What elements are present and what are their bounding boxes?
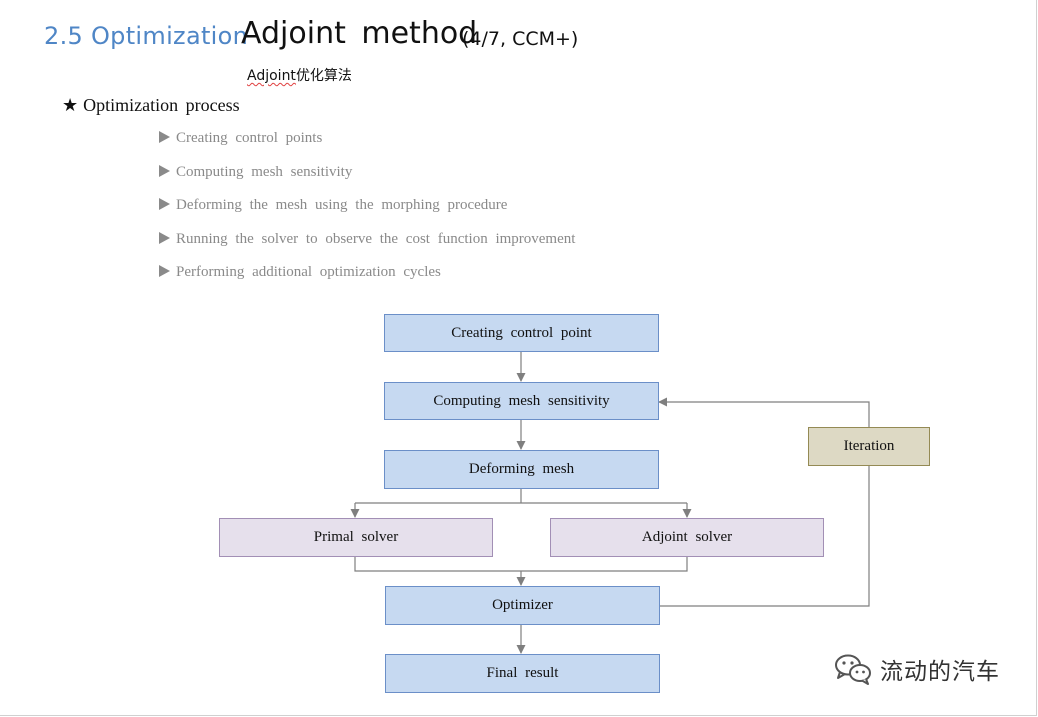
flow-node-primal-solver: Primal solver [219,518,493,557]
triangle-bullet-icon [159,265,170,277]
bullet-text: Computing mesh sensitivity [176,163,353,180]
triangle-bullet-icon [159,198,170,210]
chinese-subtitle: Adjoint优化算法 [247,65,352,85]
bullet-text: Running the solver to observe the cost f… [176,230,576,247]
triangle-bullet-icon [159,231,170,244]
section-heading: ★Optimization process [62,95,240,116]
bullet-item: Deforming the mesh using the morphing pr… [159,197,575,231]
flow-node-mesh-sensitivity: Computing mesh sensitivity [384,382,659,420]
flow-node-deforming-mesh: Deforming mesh [384,450,659,489]
page-title: Adjoint method [241,16,478,51]
arrow-optimizer-iteration-loop [658,397,870,607]
bullet-text: Performing additional optimization cycle… [176,264,441,280]
page-subtitle: (4/7, CCM+) [462,28,579,50]
bullet-text: Creating control points [176,130,323,146]
bullet-item: Computing mesh sensitivity [159,164,575,198]
triangle-bullet-icon [159,164,170,177]
watermark: 流动的汽车 [834,652,1000,686]
bullet-item: Creating control points [159,130,575,164]
chinese-subtitle-latin: Adjoint [247,68,296,84]
flow-node-optimizer: Optimizer [385,586,660,625]
triangle-bullet-icon [159,131,170,143]
bullet-item: Running the solver to observe the cost f… [159,231,575,265]
section-title: 2.5 Optimization [44,22,249,50]
flow-node-final-result: Final result [385,654,660,693]
flow-node-adjoint-solver: Adjoint solver [550,518,824,557]
wechat-icon [835,654,871,685]
bullet-item: Performing additional optimization cycle… [159,264,575,298]
bullet-list: Creating control points Computing mesh s… [159,130,575,298]
connector-solvers-merge [354,557,688,572]
bullet-text: Deforming the mesh using the morphing pr… [176,197,508,213]
section-heading-text: Optimization process [83,95,240,115]
chinese-subtitle-cn: 优化算法 [295,68,352,84]
flow-node-create-control-point: Creating control point [384,314,659,352]
flow-node-iteration: Iteration [808,427,930,466]
star-icon: ★ [62,95,79,115]
watermark-text: 流动的汽车 [880,659,1000,685]
